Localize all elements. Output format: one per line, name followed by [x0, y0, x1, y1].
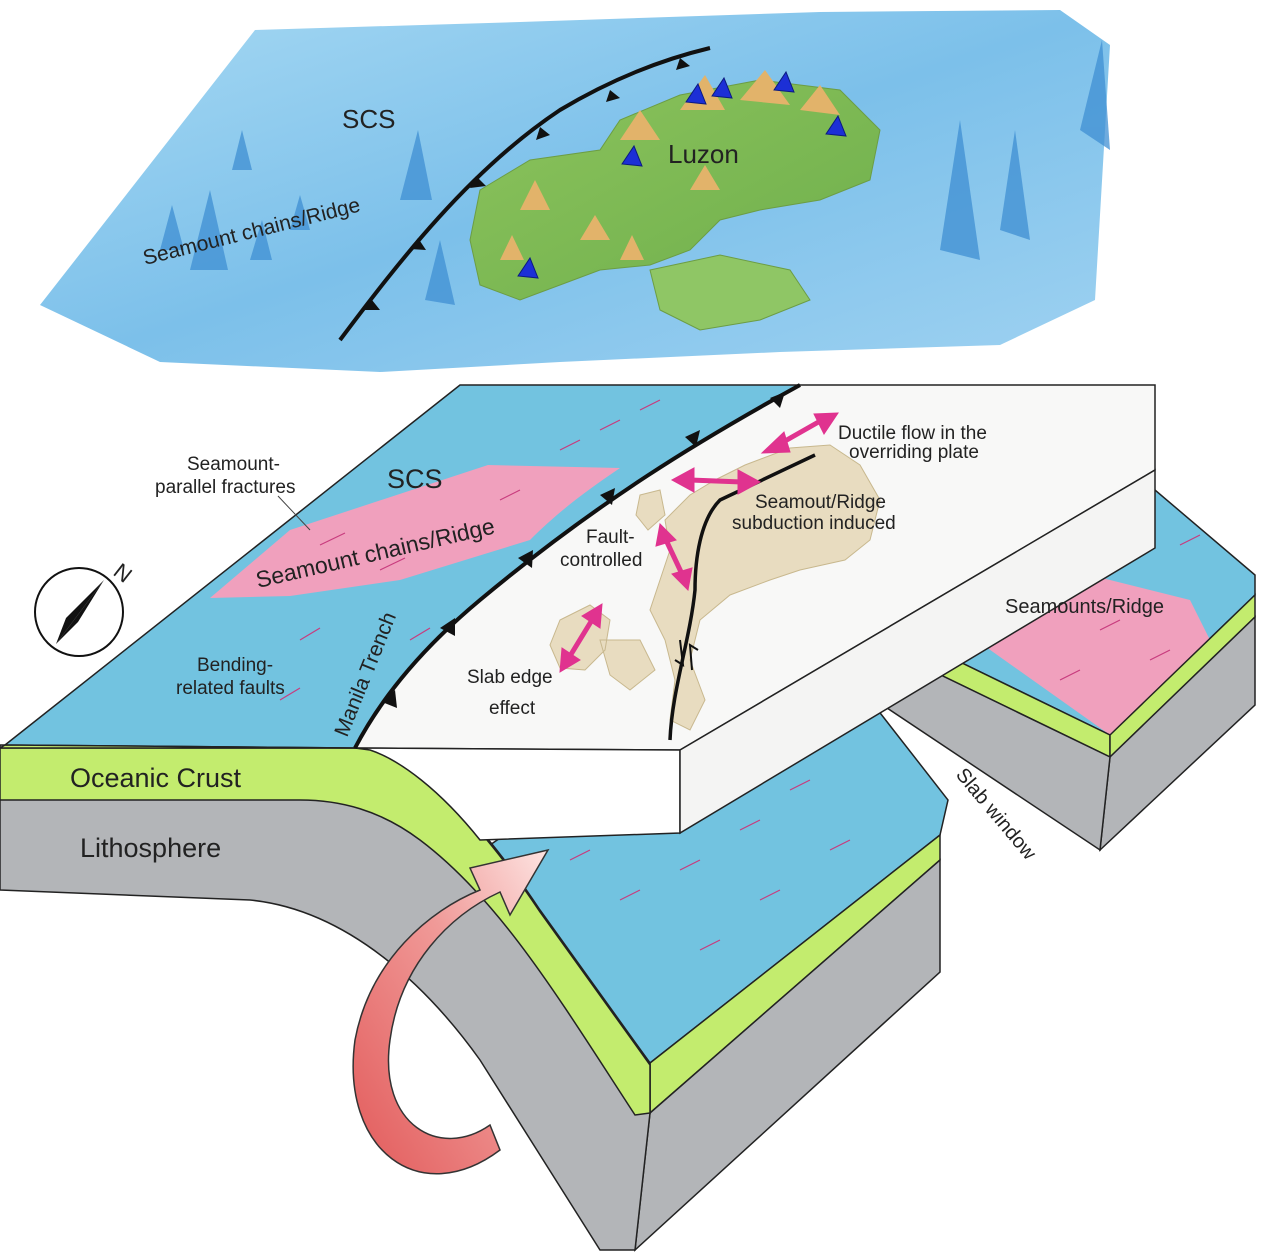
ridge-subduction-label-line2: subduction induced	[732, 513, 896, 534]
ductile-label-line1: Ductile flow in the	[838, 423, 987, 444]
map-luzon-island	[469, 79, 881, 301]
fractures-leader-line	[277, 495, 311, 531]
slab-fault-ticks	[569, 779, 851, 951]
stress-arrows	[559, 412, 839, 673]
block-diagram: N SCS Seamount chains/Ridge Seamount- pa…	[0, 383, 1256, 1252]
map-volcano-markers	[517, 70, 847, 279]
fault-label-line1: Fault-	[586, 527, 635, 548]
map-seamounts	[160, 40, 1110, 305]
overriding-plate-front	[354, 747, 681, 841]
bending-label-line2: related faults	[176, 678, 285, 699]
fractures-label-line2: parallel fractures	[155, 477, 295, 498]
fractures-label-line1: Seamount-	[187, 454, 280, 475]
strike-slip-arrows	[674, 639, 699, 671]
map-island-label: Luzon	[668, 139, 739, 169]
lithosphere-label: Lithosphere	[80, 833, 221, 863]
subduction-curved-arrow	[352, 848, 550, 1175]
slab-edge-label-line2: effect	[489, 698, 536, 719]
ductile-flow-arrow	[760, 412, 839, 454]
luzon-fault-line	[668, 453, 816, 741]
crust-label: Oceanic Crust	[70, 763, 242, 793]
trench-line	[353, 383, 801, 749]
fault-controlled-arrow	[655, 522, 693, 592]
overriding-flow-arrow	[670, 467, 762, 495]
scs-fault-ticks	[279, 399, 661, 701]
seamounts-label: Seamounts/Ridge	[1005, 596, 1164, 618]
block-sea-label: SCS	[387, 464, 443, 494]
slab-edge-arrow	[559, 603, 603, 673]
map-trench-line	[338, 46, 711, 342]
ridge-subduction-label-line1: Seamout/Ridge	[755, 492, 886, 513]
map-trench-teeth	[363, 58, 690, 310]
north-compass: N	[34, 558, 137, 657]
topographic-map: SCS Luzon Seamount chains/Ridge	[40, 10, 1110, 372]
scs-ridge-band	[210, 465, 620, 598]
slab-window-block	[858, 489, 1256, 852]
fault-label-line2: controlled	[560, 550, 642, 571]
map-southern-islands	[649, 254, 811, 331]
ductile-label-line2: overriding plate	[849, 442, 979, 463]
scs-plate-crust-front	[0, 744, 370, 749]
bending-label-line1: Bending-	[197, 655, 273, 676]
trench-teeth	[382, 392, 785, 708]
map-sea-label: SCS	[342, 104, 395, 134]
slab-edge-label-line1: Slab edge	[467, 667, 553, 688]
overriding-plate-side	[679, 468, 1156, 835]
